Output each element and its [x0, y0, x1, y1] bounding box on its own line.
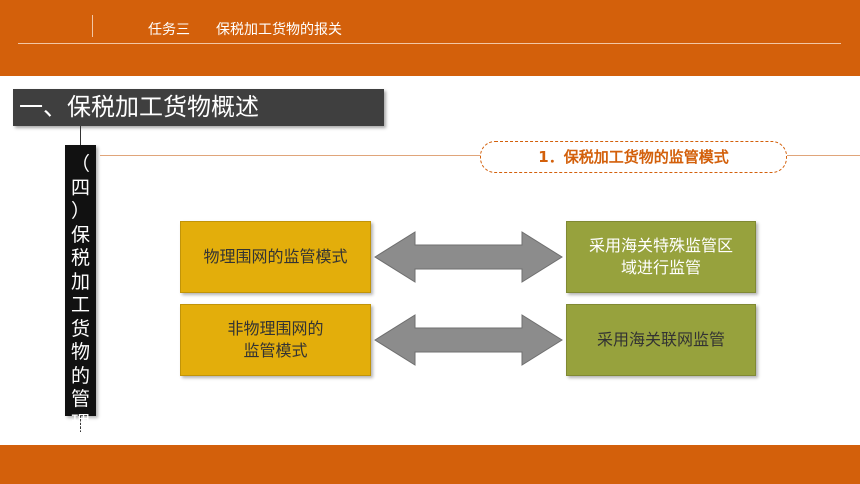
- header-rule: [18, 43, 841, 44]
- vertical-heading-text: （ 四 ） 保 税 加 工 货 物 的 管 理: [70, 153, 90, 434]
- supervision-box-networked: 采用海关联网监管: [566, 304, 756, 376]
- subheading-pill: 1．保税加工货物的监管模式: [480, 141, 787, 173]
- mode-box-non-physical: 非物理围网的 监管模式: [180, 304, 371, 376]
- header-divider: [92, 15, 93, 37]
- vertical-heading: （ 四 ） 保 税 加 工 货 物 的 管 理: [65, 145, 96, 434]
- bottom-footer-bar: [0, 445, 860, 484]
- supervision-box-special-zone: 采用海关特殊监管区 域进行监管: [566, 221, 756, 293]
- header-title: 保税加工货物的报关: [216, 22, 342, 38]
- task-label: 任务三: [148, 22, 190, 38]
- mode-box-physical: 物理围网的监管模式: [180, 221, 371, 293]
- top-header-bar: 任务三 保税加工货物的报关: [0, 0, 860, 76]
- double-arrow-icon: [374, 314, 563, 366]
- double-arrow-icon: [374, 231, 563, 283]
- section-title: 一、保税加工货物概述: [13, 89, 384, 126]
